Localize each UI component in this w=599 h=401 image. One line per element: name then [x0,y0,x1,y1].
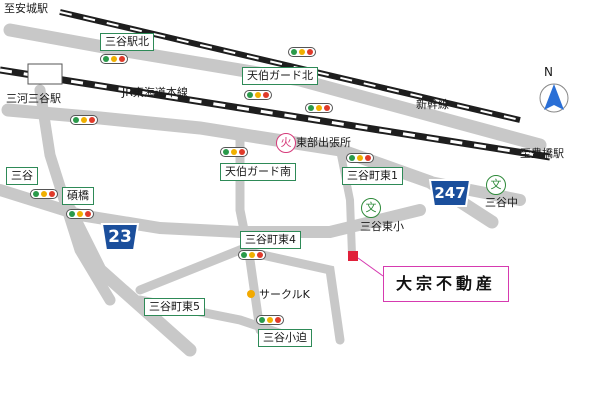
traffic-signal-icon [288,47,316,57]
target-office-label: 大宗不動産 [383,266,509,302]
traffic-signal-icon [70,115,98,125]
route-23-number: 23 [108,227,132,247]
fire-station-icon: 火 [276,133,296,153]
traffic-signal-icon [305,103,333,113]
route-23-road [63,203,197,357]
route-shield-icon: 247 [428,178,472,208]
fire-station-label: 東部出張所 [296,136,351,149]
to-anjo-station-label: 至安城駅 [4,2,48,15]
traffic-signal-icon [256,315,284,325]
intersection-miya-cho-higashi4: 三谷町東4 [240,231,301,249]
traffic-signal-icon [244,90,272,100]
target-leader-line [357,257,384,277]
circle-k-label: サークルK [259,288,310,301]
target-marker-icon [348,251,358,261]
convenience-store-icon [247,290,255,298]
route-247-number: 247 [434,184,466,202]
intersection-tenpaku-guard-minami: 天伯ガード南 [220,163,296,181]
intersection-sekibashi: 碩橋 [62,187,94,205]
school-icon: 文 [361,198,381,218]
road-circle-k [135,245,345,345]
traffic-signal-icon [30,189,58,199]
traffic-signal-icon [66,209,94,219]
intersection-miya-cho-higashi1: 三谷町東1 [342,167,403,185]
intersection-miya: 三谷 [6,167,38,185]
intersection-miya-cho-higashi5: 三谷町東5 [144,298,205,316]
north-label: N [544,65,553,79]
shinkansen-line [59,9,521,123]
north-arrow-icon [539,83,569,113]
miya-junior-high-label: 三谷中 [485,196,518,209]
traffic-signal-icon [100,54,128,64]
road-north-main [3,23,547,152]
intersection-miya-kobasama: 三谷小迫 [258,329,312,347]
to-toyohashi-station-label: 至豊橋駅 [520,147,564,160]
school-icon: 文 [486,175,506,195]
intersection-tenpaku-guard-kita: 天伯ガード北 [242,67,318,85]
traffic-signal-icon [238,250,266,260]
road-target [336,146,356,259]
traffic-signal-icon [346,153,374,163]
jr-tokaido-line [0,66,551,161]
station-building [27,63,63,85]
route-shield-icon: 23 [100,222,140,252]
shinkansen-label: 新幹線 [416,98,449,111]
mikawa-miya-station-label: 三河三谷駅 [6,92,61,105]
jr-tokaido-label: JR東海道本線 [122,86,188,99]
traffic-signal-icon [220,147,248,157]
miya-higashi-elementary-label: 三谷東小 [360,220,404,233]
intersection-miya-eki-kita: 三谷駅北 [100,33,154,51]
